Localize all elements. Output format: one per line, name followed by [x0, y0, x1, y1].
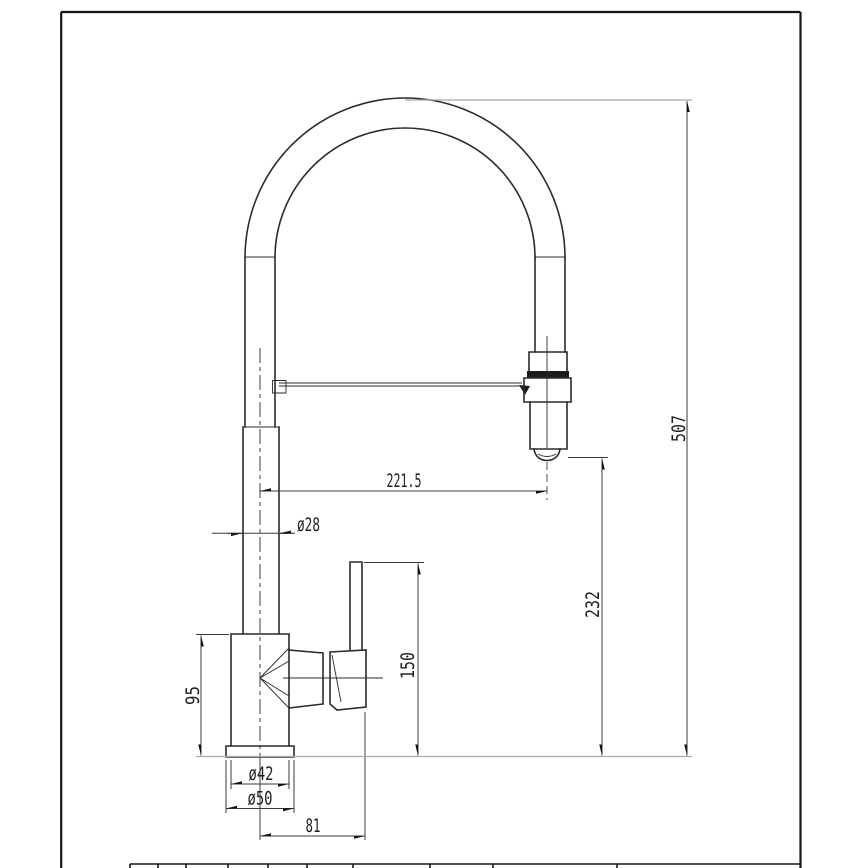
spout-tube	[242, 257, 280, 635]
dim-label-overall-height: 507	[668, 415, 690, 442]
dim-label-handle-center-offset: 81	[306, 815, 321, 837]
handle-lever	[349, 561, 363, 651]
spray-head-gasket	[527, 371, 569, 378]
dim-tube-diameter: ø28	[212, 514, 320, 536]
dim-label-body-diameter: ø42	[249, 763, 274, 785]
dim-label-tube-diameter: ø28	[297, 514, 320, 536]
dim-label-body-height: 95	[182, 686, 204, 705]
faucet-drawing	[196, 97, 692, 840]
dim-label-spray-outlet-height: 232	[582, 591, 604, 618]
dim-label-spout-reach: 221.5	[387, 470, 422, 492]
title-block	[129, 863, 801, 868]
dim-label-handle-top-height: 150	[397, 652, 419, 679]
handle	[329, 561, 367, 711]
dim-base-diameter: ø50	[225, 760, 295, 813]
dim-spout-reach: 221.5	[260, 470, 547, 492]
dim-body-height: 95	[182, 634, 229, 756]
spray-nozzle-tip	[533, 448, 561, 462]
dim-handle-center-offset: 81	[260, 815, 365, 837]
dim-overall-height: 507	[405, 99, 692, 756]
centerlines	[259, 348, 366, 840]
spray-head	[523, 257, 572, 500]
dim-body-diameter: ø42	[230, 760, 290, 789]
dimensions: 507 232 221.5 ø28 150 95	[182, 99, 692, 837]
spout-arc	[244, 97, 566, 259]
dim-spray-outlet-height: 232	[568, 457, 608, 756]
dim-label-base-diameter: ø50	[248, 788, 273, 810]
dim-handle-top-height: 150	[364, 562, 424, 756]
docking-arm	[272, 380, 530, 395]
drawing-frame	[60, 10, 802, 868]
